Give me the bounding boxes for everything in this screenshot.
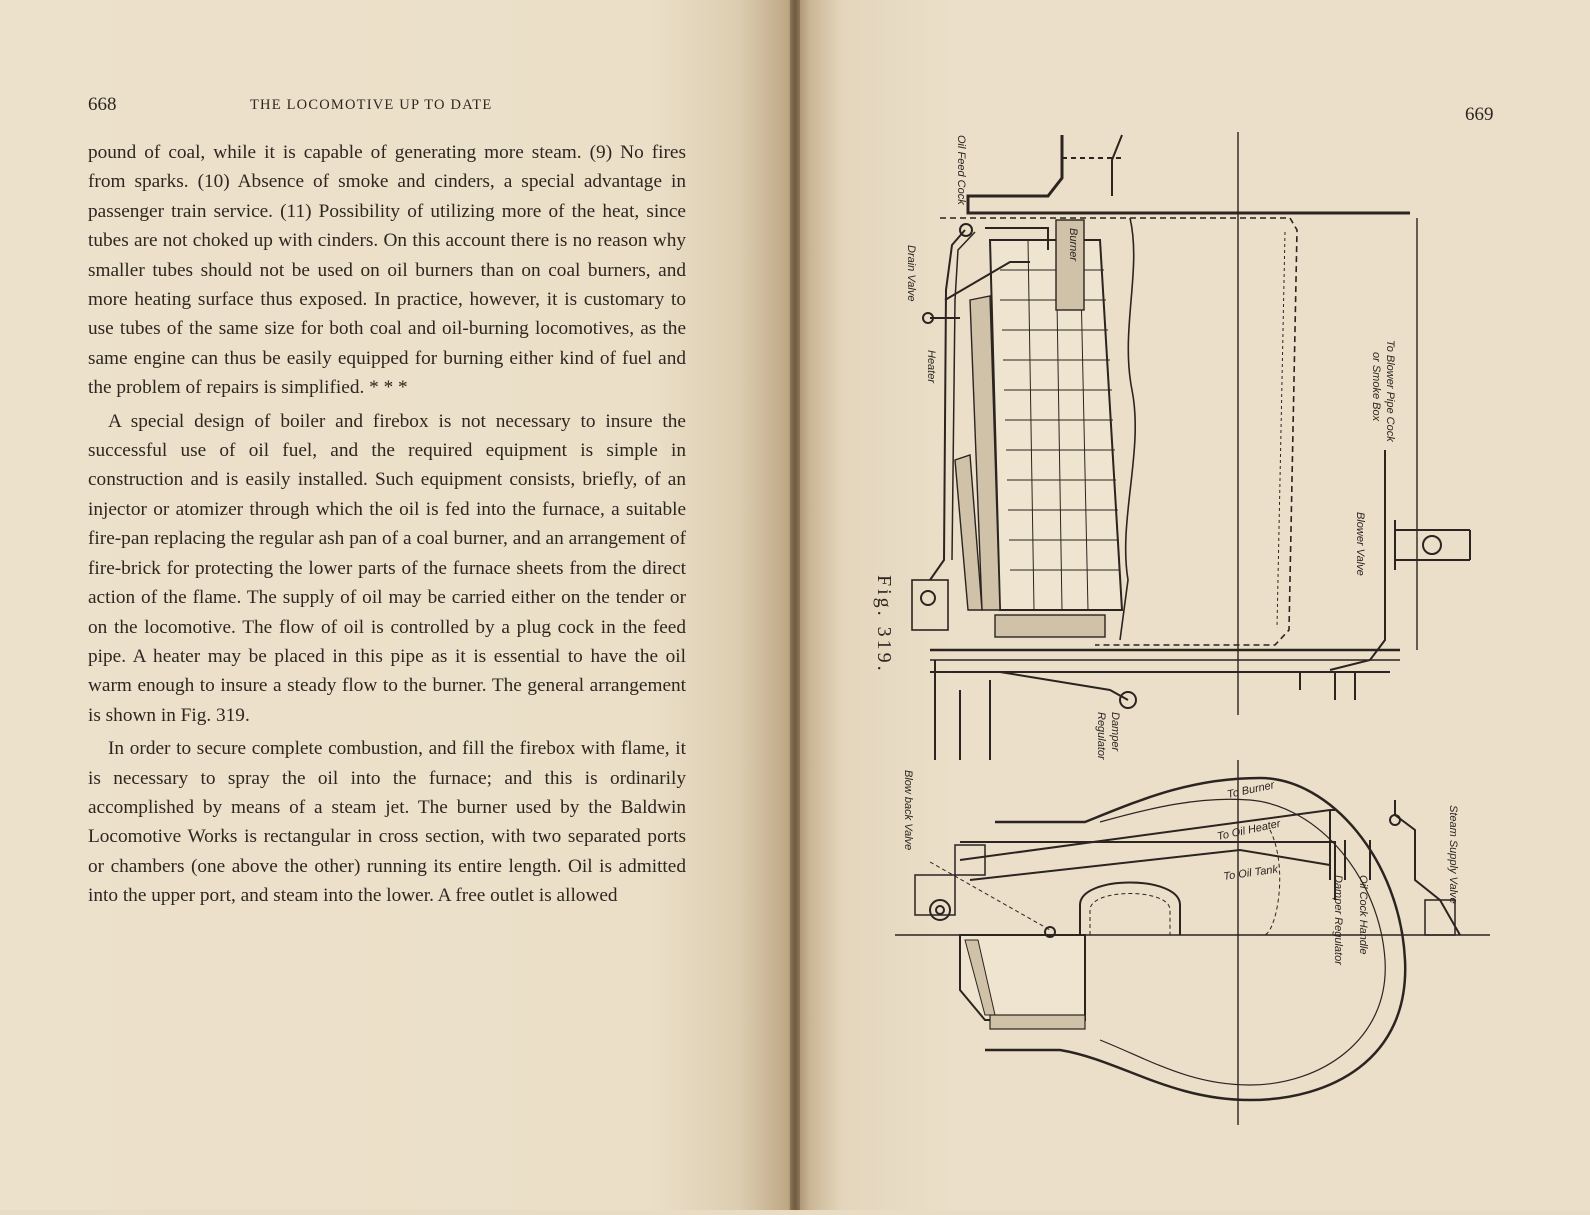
body-text: pound of coal, while it is capable of ge… xyxy=(88,138,686,915)
label-heater: Heater xyxy=(925,350,937,384)
label-blower-valve: Blower Valve xyxy=(1354,512,1366,576)
label-damper: Damper xyxy=(1109,712,1121,752)
label-to-oil-tank: To Oil Tank xyxy=(1223,863,1279,883)
label-blow-back-valve: Blow back Valve xyxy=(902,770,914,850)
label-steam-supply-valve: Steam Supply Valve xyxy=(1447,805,1459,904)
book-gutter xyxy=(790,0,800,1210)
label-or-smoke-box: or Smoke Box xyxy=(1370,352,1382,422)
paragraph: In order to secure complete combustion, … xyxy=(88,738,686,907)
paragraph: A special design of boiler and firebox i… xyxy=(88,410,686,726)
label-oil-cock-handle: Oil Cock Handle xyxy=(1357,875,1369,954)
label-regulator: Regulator xyxy=(1095,712,1107,761)
figure-caption: Fig. 319. xyxy=(873,575,895,674)
page-number: 669 xyxy=(1465,104,1494,125)
left-page: 668 THE LOCOMOTIVE UP TO DATE pound of c… xyxy=(0,0,795,1210)
label-burner: Burner xyxy=(1067,228,1079,262)
label-to-blower-pipe-cock: To Blower Pipe Cock xyxy=(1384,340,1396,442)
label-to-burner: To Burner xyxy=(1226,779,1277,801)
label-damper-regulator: Damper Regulator xyxy=(1332,875,1344,966)
page-number: 668 xyxy=(88,94,117,115)
paragraph: pound of coal, while it is capable of ge… xyxy=(88,142,686,399)
label-oil-feed-cock: Oil Feed Cock xyxy=(955,135,967,205)
label-drain-valve: Drain Valve xyxy=(905,245,917,301)
running-head: THE LOCOMOTIVE UP TO DATE xyxy=(250,97,493,113)
